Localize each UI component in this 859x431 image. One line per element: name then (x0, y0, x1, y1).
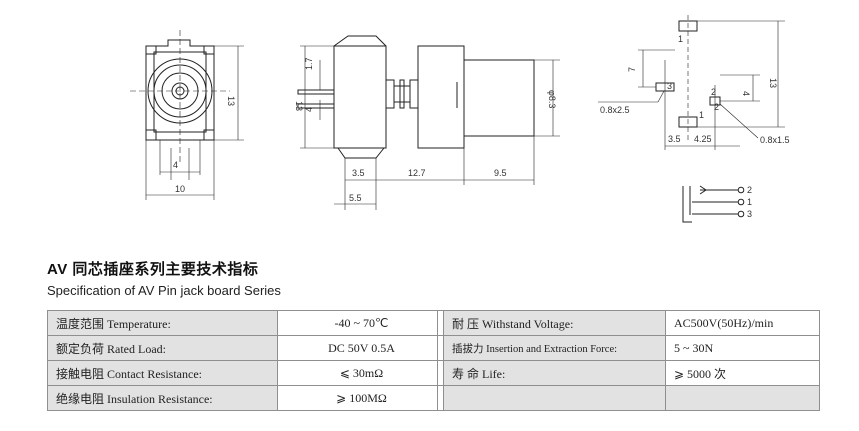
spec-label-contact-resistance: 接触电阻 Contact Resistance: (47, 360, 278, 386)
schematic-pin2: 2 (747, 185, 752, 195)
spec-value-insulation-resistance: ⩾ 100MΩ (277, 385, 438, 411)
spec-value-rated-load: DC 50V 0.5A (277, 335, 438, 361)
pcb-layout (598, 15, 785, 150)
spec-value-insertion-force: 5 ~ 30N (665, 335, 820, 361)
dim-front-width: 10 (175, 184, 185, 194)
dim-pcb-pad-b: 0.8x1.5 (760, 135, 790, 145)
technical-drawing: 4 10 13 13 1.7 4 φ8.3 3.5 12.7 9.5 5.5 (130, 15, 790, 223)
spec-value-temperature: -40 ~ 70℃ (277, 310, 438, 336)
spec-value-life: ⩾ 5000 次 (665, 360, 820, 386)
spec-value-empty (665, 385, 820, 411)
dim-front-center: 4 (173, 160, 178, 170)
table-row: 接触电阻 Contact Resistance: ⩽ 30mΩ 寿 命 Life… (47, 360, 820, 386)
spec-table: 温度范围 Temperature: -40 ~ 70℃ 耐 压 Withstan… (47, 310, 820, 411)
dim-front-height: 13 (226, 96, 236, 106)
title-chinese: AV 同芯插座系列主要技术指标 (47, 261, 259, 278)
spec-label-insertion-force: 插拔力 Insertion and Extraction Force: (443, 335, 666, 361)
dim-side-total: 5.5 (349, 193, 362, 203)
dim-pcb-x1: 3.5 (668, 134, 681, 144)
dim-pcb-spacing-c: 2 (714, 102, 719, 112)
table-row: 额定负荷 Rated Load: DC 50V 0.5A 插拔力 Inserti… (47, 335, 820, 361)
schematic-pin1: 1 (747, 197, 752, 207)
spec-label-temperature: 温度范围 Temperature: (47, 310, 278, 336)
side-view (297, 35, 560, 210)
dim-side-body: 12.7 (408, 168, 426, 178)
dim-pcb-spacing-b: 4 (741, 91, 751, 96)
pcb-pin2: 2 (711, 87, 716, 97)
schematic-symbol (682, 185, 745, 223)
table-row: 绝缘电阻 Insulation Resistance: ⩾ 100MΩ (47, 385, 820, 411)
spec-label-life: 寿 命 Life: (443, 360, 666, 386)
dim-pcb-height: 13 (768, 78, 778, 88)
dim-side-nose: 9.5 (494, 168, 507, 178)
spec-value-withstand-voltage: AC500V(50Hz)/min (665, 310, 820, 336)
front-view (130, 30, 244, 200)
spec-heading: AV 同芯插座系列主要技术指标 Specification of AV Pin … (47, 258, 281, 298)
pcb-pin3: 3 (667, 81, 672, 91)
dim-side-pin-gap: 4 (304, 107, 314, 112)
dim-side-pin-offset: 3.5 (352, 168, 365, 178)
title-english: Specification of AV Pin jack board Serie… (47, 283, 281, 298)
dim-pcb-x2: 4.25 (694, 134, 712, 144)
dim-side-pin: 1.7 (304, 57, 314, 70)
dim-side-diameter: φ8.3 (547, 90, 557, 108)
spec-label-withstand-voltage: 耐 压 Withstand Voltage: (443, 310, 666, 336)
schematic-pin3: 3 (747, 209, 752, 219)
table-row: 温度范围 Temperature: -40 ~ 70℃ 耐 压 Withstan… (47, 310, 820, 336)
dim-pcb-pad-a: 0.8x2.5 (600, 105, 630, 115)
pcb-pin1-bottom: 1 (699, 110, 704, 120)
spec-value-contact-resistance: ⩽ 30mΩ (277, 360, 438, 386)
dim-pcb-spacing-a: 7 (627, 67, 637, 72)
spec-label-empty (443, 385, 666, 411)
spec-label-insulation-resistance: 绝缘电阻 Insulation Resistance: (47, 385, 278, 411)
pcb-pin1-top: 1 (678, 34, 683, 44)
spec-label-rated-load: 额定负荷 Rated Load: (47, 335, 278, 361)
dim-side-height: 13 (294, 101, 304, 111)
